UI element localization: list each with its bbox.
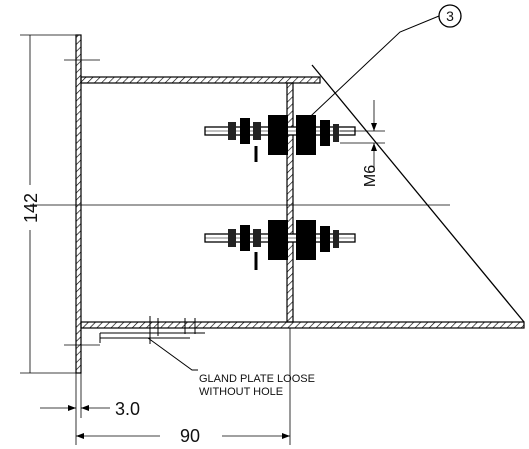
bolt-size-value: M6 — [362, 165, 379, 187]
height-dimension: 142 — [20, 34, 100, 374]
bolt-size-dimension: M6 — [340, 100, 385, 187]
balloon-label: 3 — [446, 8, 454, 24]
top-flange — [80, 76, 321, 84]
note-line-1: GLAND PLATE LOOSE — [199, 373, 315, 385]
item-balloon: 3 — [295, 4, 462, 131]
note-leader — [147, 337, 198, 371]
note-line-2: WITHOUT HOLE — [199, 386, 283, 398]
mounting-plate — [75, 34, 82, 374]
thickness-dimension: 3.0 — [40, 373, 140, 419]
thickness-value: 3.0 — [115, 399, 140, 419]
bottom-flange — [80, 321, 525, 329]
upper-bolt-assembly — [204, 115, 356, 162]
center-web-plate — [286, 82, 294, 323]
height-value: 142 — [21, 193, 41, 223]
gland-plate-detail — [99, 316, 205, 344]
depth-value: 90 — [180, 426, 200, 446]
lower-bolt-assembly — [204, 220, 356, 270]
depth-dimension: 90 — [75, 328, 291, 446]
diagonal-edge — [311, 64, 525, 323]
